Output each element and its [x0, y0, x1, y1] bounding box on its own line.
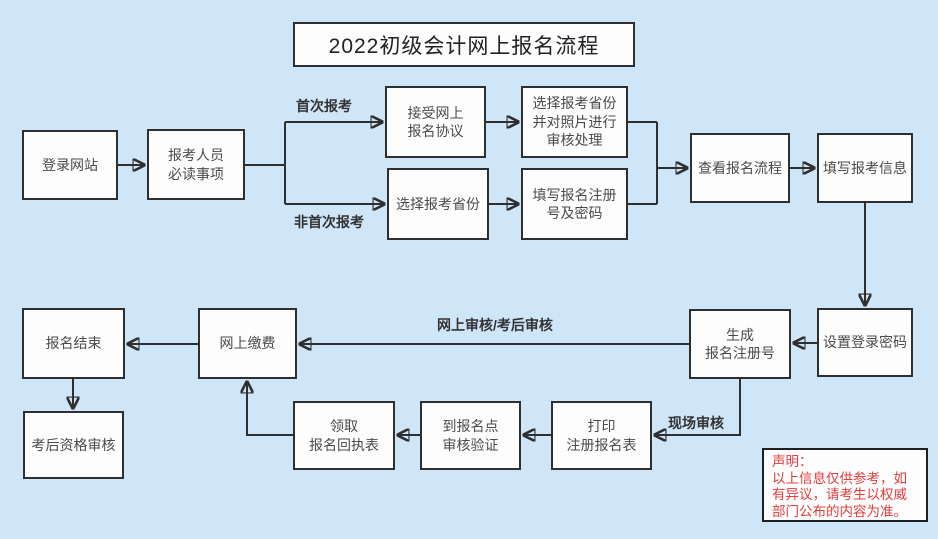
- node-view-process: 查看报名流程: [690, 133, 790, 203]
- node-set-password: 设置登录密码: [817, 308, 913, 377]
- page-title: 2022初级会计网上报名流程: [293, 22, 635, 67]
- node-post-exam-review: 考后资格审核: [23, 411, 124, 479]
- node-generate-reg-number: 生成 报名注册号: [689, 309, 791, 379]
- label-onsite-review: 现场审核: [668, 415, 724, 431]
- disclaimer-body: 以上信息仅供参考，如 有异议，请考生以权威 部门公布的内容为准。: [772, 470, 907, 519]
- edge-receipt-to-payment: [247, 382, 293, 436]
- node-select-province: 选择报考省份: [387, 168, 489, 240]
- node-online-payment: 网上缴费: [198, 308, 297, 379]
- node-login: 登录网站: [22, 130, 118, 200]
- disclaimer-box: 声明： 以上信息仅供参考，如 有异议，请考生以权威 部门公布的内容为准。: [762, 448, 928, 522]
- label-online-or-post-review: 网上审核/考后审核: [437, 317, 553, 333]
- label-non-first-time: 非首次报考: [294, 214, 364, 230]
- node-must-read: 报考人员 必读事项: [147, 129, 245, 200]
- node-registration-end: 报名结束: [22, 308, 125, 379]
- edge-generate-to-print: [655, 379, 741, 435]
- node-select-province-photo: 选择报考省份 并对照片进行 审核处理: [521, 86, 628, 158]
- node-print-form: 打印 注册报名表: [551, 401, 652, 470]
- label-first-time: 首次报考: [296, 98, 352, 114]
- node-fill-info: 填写报考信息: [817, 133, 913, 203]
- node-fill-reg-number: 填写报名注册 号及密码: [521, 168, 628, 240]
- node-onsite-verification: 到报名点 审核验证: [420, 401, 521, 470]
- branch-merge-line: [628, 121, 658, 205]
- disclaimer-heading: 声明：: [772, 454, 813, 469]
- node-accept-agreement: 接受网上 报名协议: [385, 86, 486, 158]
- node-receipt-form: 领取 报名回执表: [293, 401, 395, 470]
- branch-split-line: [245, 122, 286, 204]
